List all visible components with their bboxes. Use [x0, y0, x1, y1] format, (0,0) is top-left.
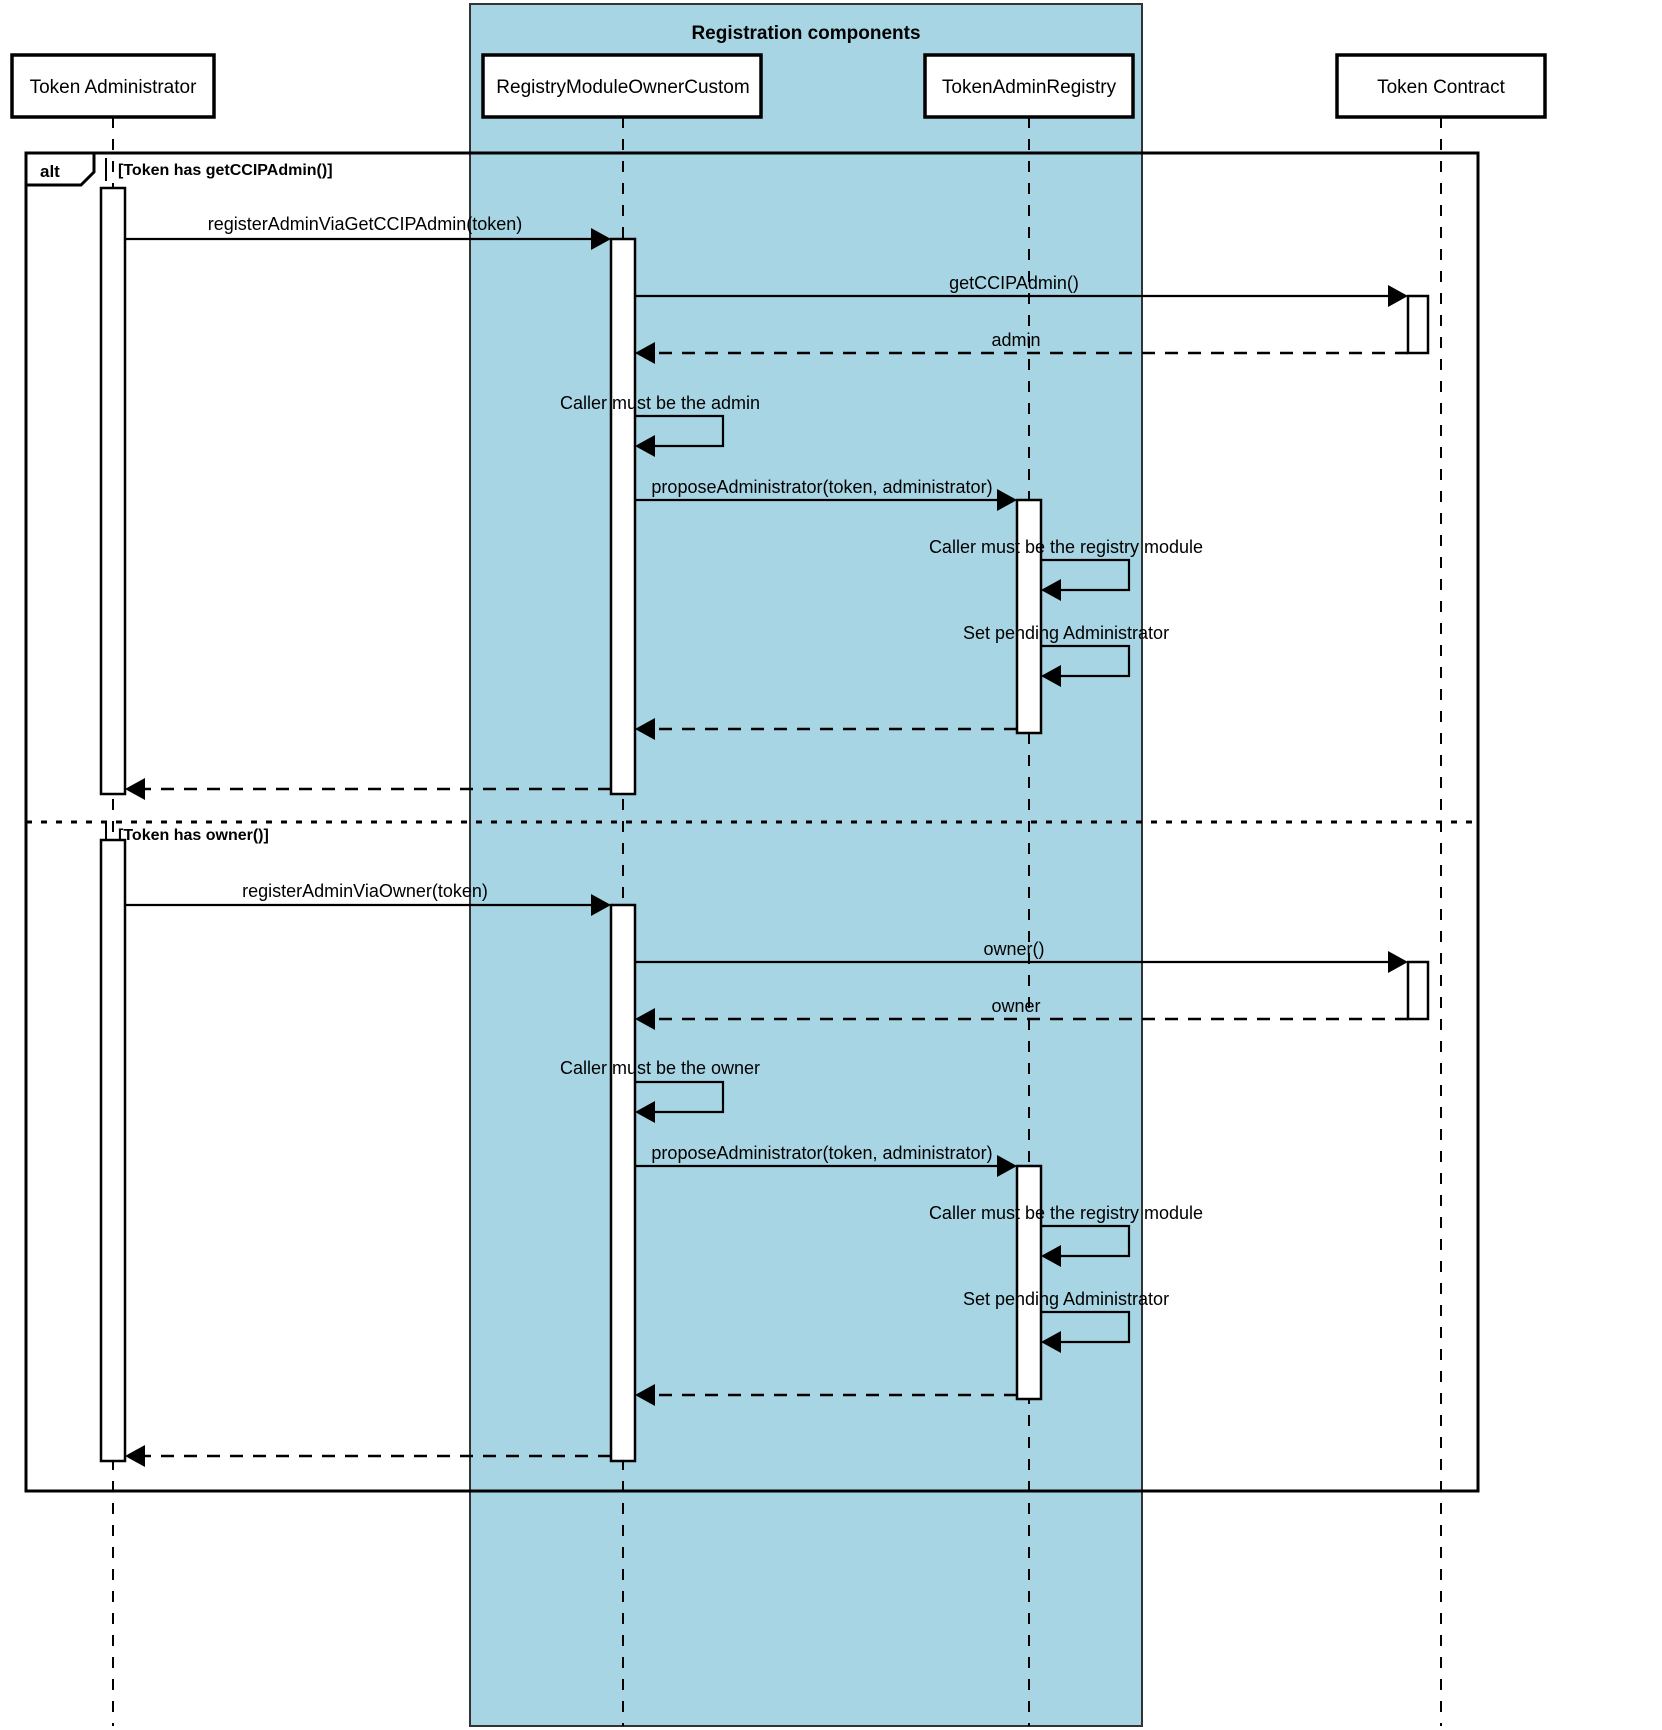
- arrowhead-m14: [997, 1155, 1017, 1177]
- message-m11[interactable]: owner(): [635, 939, 1408, 973]
- message-label-m15: Caller must be the registry module: [929, 1203, 1203, 1223]
- message-label-m12: owner: [991, 996, 1040, 1016]
- message-m7[interactable]: Set pending Administrator: [963, 623, 1169, 687]
- participant-label-registry: RegistryModuleOwnerCustom: [496, 77, 749, 98]
- message-m5[interactable]: proposeAdministrator(token, administrato…: [635, 477, 1017, 511]
- message-m10[interactable]: registerAdminViaOwner(token): [125, 881, 611, 916]
- self-message-path-m7: [1041, 644, 1131, 678]
- message-label-m1: registerAdminViaGetCCIPAdmin(token): [208, 214, 522, 234]
- arrowhead-m11: [1388, 951, 1408, 973]
- alt-operator-label: alt: [40, 162, 60, 181]
- arrowhead-m3: [635, 342, 655, 364]
- message-label-m7: Set pending Administrator: [963, 623, 1169, 643]
- participant-box-registry[interactable]: [481, 53, 763, 119]
- participant-registry[interactable]: RegistryModuleOwnerCustom: [481, 53, 763, 119]
- alt-guard-1: [Token has owner()]: [118, 827, 269, 844]
- arrowhead-m13: [635, 1101, 655, 1123]
- alt-operator-tab: [24, 151, 96, 187]
- activation-bar-tar-3: [1015, 498, 1043, 735]
- message-label-m14: proposeAdministrator(token, administrato…: [651, 1143, 992, 1163]
- self-message-path-m16: [1041, 1310, 1131, 1344]
- message-m15[interactable]: Caller must be the registry module: [929, 1203, 1203, 1267]
- message-m8[interactable]: [635, 718, 1017, 740]
- message-label-m6: Caller must be the registry module: [929, 537, 1203, 557]
- arrowhead-m16: [1041, 1331, 1061, 1353]
- activation-bar-registry-1: [609, 237, 637, 796]
- arrowhead-m1: [591, 228, 611, 250]
- alt-fragment: alt [Token has getCCIPAdmin()][Token has…: [24, 151, 1480, 1493]
- message-label-m16: Set pending Administrator: [963, 1289, 1169, 1309]
- arrowhead-m4: [635, 435, 655, 457]
- participant-tar[interactable]: TokenAdminRegistry: [923, 53, 1135, 119]
- participant-label-token: Token Contract: [1377, 77, 1506, 98]
- arrowhead-m6: [1041, 579, 1061, 601]
- self-message-path-m15: [1041, 1224, 1131, 1258]
- participant-box-token[interactable]: [1335, 53, 1547, 119]
- arrowhead-m18: [125, 1445, 145, 1467]
- group-registration-components: Registration components: [469, 3, 1143, 1727]
- arrowhead-m8: [635, 718, 655, 740]
- participant-heads-layer: Token Administrator RegistryModuleOwnerCu…: [10, 53, 1547, 119]
- message-label-m11: owner(): [983, 939, 1044, 959]
- activations-layer: [99, 186, 1430, 1463]
- self-message-path-m13: [635, 1080, 725, 1114]
- arrowhead-m2: [1388, 285, 1408, 307]
- arrowhead-m10: [591, 894, 611, 916]
- messages-layer: registerAdminViaGetCCIPAdmin(token) getCC…: [125, 214, 1408, 1467]
- message-label-m13: Caller must be the owner: [560, 1058, 760, 1078]
- alt-guards-layer: [Token has getCCIPAdmin()] [Token has own…: [105, 158, 333, 846]
- activation-bar-tar-7: [1015, 1164, 1043, 1401]
- message-m9[interactable]: [125, 778, 611, 800]
- participant-label-tar: TokenAdminRegistry: [942, 77, 1117, 98]
- message-m3[interactable]: admin: [635, 330, 1408, 364]
- group-box-rect: [469, 3, 1143, 1727]
- participant-label-admin: Token Administrator: [30, 77, 198, 98]
- participant-box-tar[interactable]: [923, 53, 1135, 119]
- arrowhead-m9: [125, 778, 145, 800]
- message-label-m4: Caller must be the admin: [560, 393, 760, 413]
- group-box-title: Registration components: [691, 23, 920, 44]
- message-m17[interactable]: [635, 1384, 1017, 1406]
- message-m13[interactable]: Caller must be the owner: [560, 1058, 760, 1123]
- arrowhead-m5: [997, 489, 1017, 511]
- self-message-path-m6: [1041, 558, 1131, 592]
- message-m6[interactable]: Caller must be the registry module: [929, 537, 1203, 601]
- participant-admin[interactable]: Token Administrator: [10, 53, 216, 119]
- arrowhead-m17: [635, 1384, 655, 1406]
- activation-bar-admin-4: [99, 838, 127, 1463]
- message-label-m2: getCCIPAdmin(): [949, 273, 1079, 293]
- activation-bar-admin-0: [99, 186, 127, 796]
- self-message-path-m4: [635, 414, 725, 448]
- message-m14[interactable]: proposeAdministrator(token, administrato…: [635, 1143, 1017, 1177]
- participant-token[interactable]: Token Contract: [1335, 53, 1547, 119]
- activation-bar-registry-5: [609, 903, 637, 1463]
- message-label-m3: admin: [991, 330, 1040, 350]
- message-m1[interactable]: registerAdminViaGetCCIPAdmin(token): [125, 214, 611, 250]
- message-m2[interactable]: getCCIPAdmin(): [635, 273, 1408, 307]
- message-m18[interactable]: [125, 1445, 611, 1467]
- arrowhead-m7: [1041, 665, 1061, 687]
- message-m12[interactable]: owner: [635, 996, 1408, 1030]
- message-label-m10: registerAdminViaOwner(token): [242, 881, 488, 901]
- arrowhead-m15: [1041, 1245, 1061, 1267]
- participant-box-admin[interactable]: [10, 53, 216, 119]
- arrowhead-m12: [635, 1008, 655, 1030]
- activation-bar-token-2: [1406, 294, 1430, 355]
- message-m4[interactable]: Caller must be the admin: [560, 393, 760, 457]
- message-m16[interactable]: Set pending Administrator: [963, 1289, 1169, 1353]
- alt-guard-0: [Token has getCCIPAdmin()]: [118, 162, 333, 179]
- message-label-m5: proposeAdministrator(token, administrato…: [651, 477, 992, 497]
- activation-bar-token-6: [1406, 960, 1430, 1021]
